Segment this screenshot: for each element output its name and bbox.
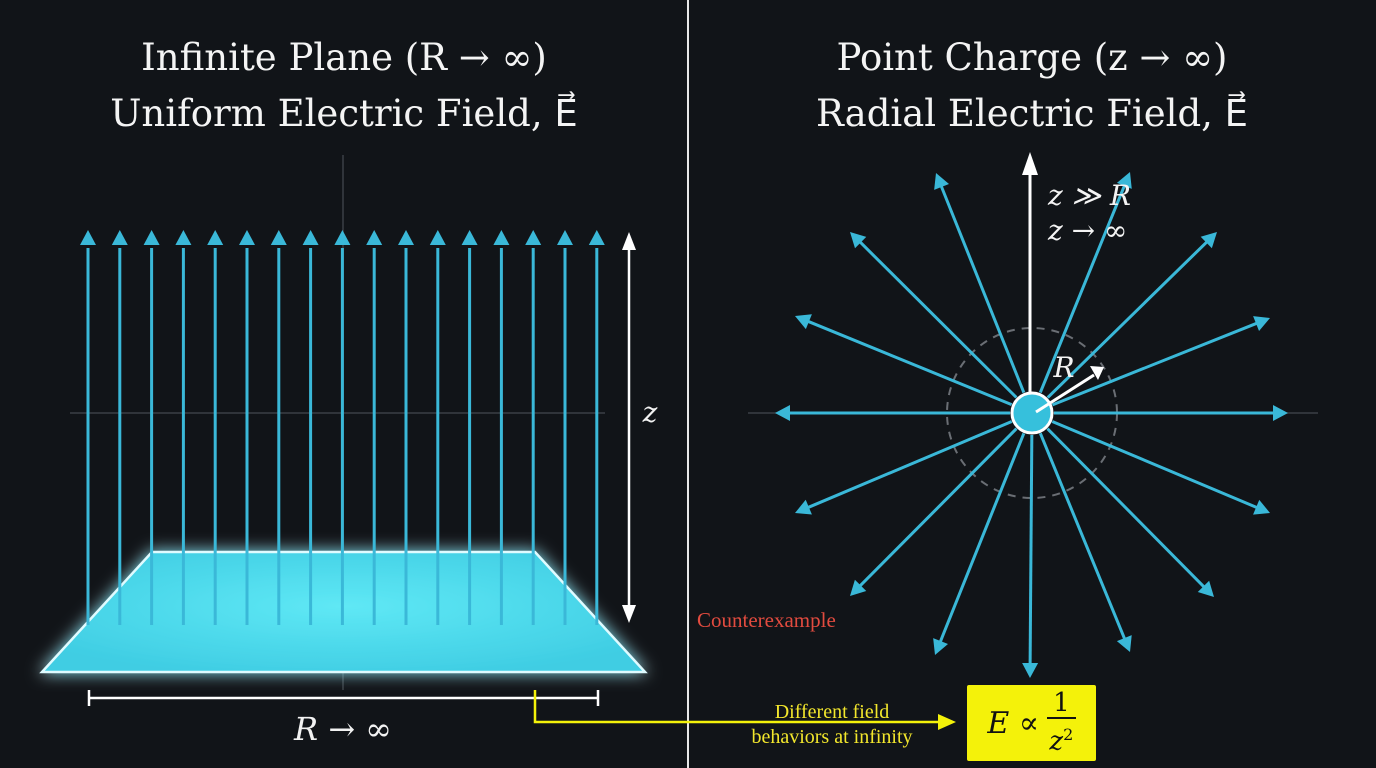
radial-field-line: [1046, 427, 1206, 589]
field-arrowhead: [1253, 316, 1270, 331]
radial-field-line: [1046, 240, 1209, 399]
right-panel-title: Point Charge (z → ∞) Radial Electric Fie…: [688, 30, 1376, 142]
different-note-line1: Different field: [774, 701, 890, 723]
field-arrowhead: [1273, 405, 1288, 421]
field-arrowhead: [1197, 580, 1214, 597]
radial-field-line: [858, 240, 1018, 399]
field-arrowhead: [207, 230, 224, 245]
radial-field-lines: [775, 172, 1288, 678]
formula-numerator: 1: [1047, 689, 1076, 719]
field-arrowhead: [934, 173, 949, 190]
radius-arrow: [1035, 366, 1104, 414]
z-label: z: [642, 396, 658, 429]
radial-field-line: [858, 427, 1018, 588]
counterexample-label: Counterexample: [697, 608, 836, 632]
field-arrowhead: [850, 579, 867, 596]
right-title-line2: Radial Electric Field, E⃗: [815, 92, 1249, 135]
right-title-line1: Point Charge (z → ∞): [836, 36, 1228, 79]
field-arrowhead: [239, 230, 255, 245]
condition-z-much-greater-r: z ≫ R: [1047, 179, 1131, 212]
field-arrowhead: [1253, 499, 1270, 515]
field-arrowhead: [795, 499, 812, 515]
point-charge: [1010, 391, 1054, 435]
field-arrowhead: [1022, 662, 1039, 678]
panel-divider: [687, 0, 689, 768]
radial-field-line: [938, 432, 1026, 643]
field-arrowhead: [111, 230, 128, 245]
field-arrowhead: [933, 638, 949, 655]
r-dimension-line: [87, 690, 600, 706]
field-arrowhead: [461, 230, 478, 245]
field-arrowhead: [429, 230, 446, 245]
field-arrowhead: [795, 314, 812, 330]
radial-field-line: [807, 319, 1013, 407]
radius-label: R: [1052, 351, 1074, 384]
left-title-line2: Uniform Electric Field, E⃗: [110, 92, 578, 135]
left-panel-title: Infinite Plane (R → ∞) Uniform Electric …: [0, 30, 688, 142]
field-arrowhead: [1116, 635, 1132, 652]
field-arrowhead: [366, 230, 383, 245]
z-dimension-arrow: [622, 232, 636, 623]
z-axis-arrow: [1022, 152, 1038, 395]
formula-denominator: z2: [1049, 719, 1073, 758]
field-arrowhead: [588, 230, 605, 245]
yellow-connector-arrow: [533, 690, 956, 730]
radial-field-line: [1038, 432, 1127, 640]
formula-denominator-base: z: [1049, 726, 1064, 757]
radial-field-line: [1051, 420, 1258, 509]
different-behaviors-note: Different field behaviors at infinity: [712, 700, 952, 750]
radial-field-line: [1028, 434, 1034, 665]
different-note-line2: behaviors at infinity: [751, 726, 913, 748]
field-arrowhead: [525, 230, 542, 245]
formula-exponent: 2: [1063, 724, 1074, 744]
field-arrowhead: [1116, 172, 1132, 189]
field-arrowhead: [143, 230, 160, 245]
uniform-field-lines: [80, 230, 605, 625]
formula-lhs: E ∝: [987, 705, 1040, 741]
field-arrowhead: [270, 230, 287, 245]
inverse-square-formula-box: E ∝ 1 z2: [967, 685, 1096, 761]
field-arrowhead: [557, 230, 573, 245]
radial-field-line: [939, 185, 1026, 394]
field-arrowhead: [302, 230, 319, 245]
left-title-line1: Infinite Plane (R → ∞): [141, 36, 547, 79]
field-arrowhead: [334, 230, 351, 245]
radial-field-line: [1038, 184, 1127, 394]
field-arrowhead: [175, 230, 192, 245]
formula-fraction: 1 z2: [1047, 689, 1076, 758]
field-arrowhead: [775, 405, 790, 421]
radial-field-line: [1051, 321, 1258, 407]
field-arrowhead: [1200, 232, 1217, 249]
field-arrowhead: [398, 230, 414, 245]
condition-z-to-infinity: z → ∞: [1047, 214, 1127, 247]
r-infinity-label: R → ∞: [293, 710, 392, 748]
field-arrowhead: [850, 232, 867, 249]
field-arrowhead: [80, 230, 96, 245]
field-arrowhead: [493, 230, 510, 245]
radial-field-line: [807, 420, 1013, 509]
